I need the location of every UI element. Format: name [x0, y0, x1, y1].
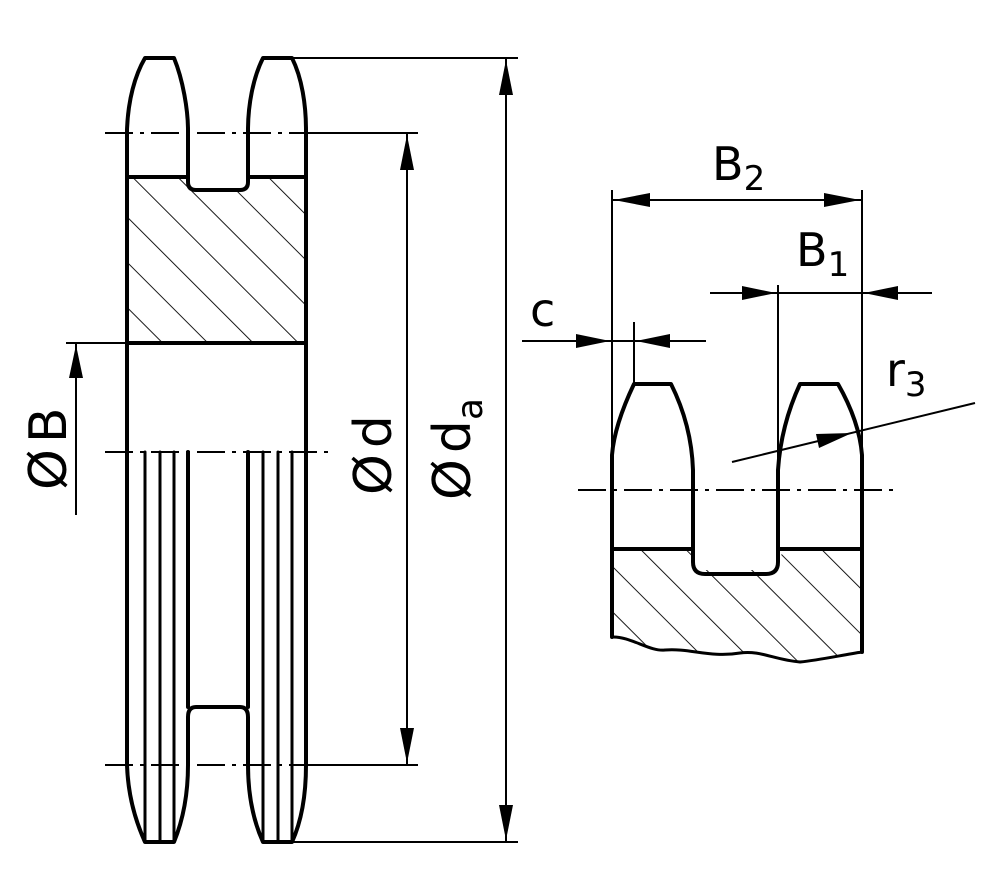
- tip-diameter-label: d: [423, 420, 483, 453]
- tip-diameter-symbol: Ø: [423, 459, 483, 500]
- r3-dimension: r3: [731, 343, 976, 463]
- b1-label: B: [796, 223, 828, 277]
- svg-text:Ød: Ød: [344, 415, 404, 495]
- bore-diameter-dimension: ØB: [19, 342, 127, 515]
- svg-text:B1: B1: [796, 223, 849, 285]
- pitch-diameter-symbol: Ø: [344, 454, 404, 495]
- svg-text:B2: B2: [712, 137, 765, 199]
- pitch-diameter-label: d: [344, 415, 404, 448]
- detail-tooth-outline: [610, 382, 864, 654]
- r3-subscript: 3: [905, 365, 927, 405]
- tooth-profile-detail: [578, 382, 895, 664]
- bore-diameter-label: B: [19, 407, 79, 443]
- hub-hatching: [127, 177, 306, 343]
- sprocket-section-view: [105, 56, 330, 844]
- detail-hatching: [612, 549, 862, 662]
- r3-label: r: [886, 343, 905, 397]
- b1-dimension: B1: [710, 223, 932, 470]
- b2-label: B: [712, 137, 744, 191]
- pitch-diameter-dimension: Ød: [300, 132, 418, 766]
- b2-subscript: 2: [744, 159, 766, 199]
- c-label: c: [530, 283, 555, 337]
- svg-text:Øda: Øda: [423, 398, 491, 500]
- bore-diameter-symbol: Ø: [19, 449, 79, 490]
- svg-text:r3: r3: [886, 343, 927, 405]
- b1-subscript: 1: [828, 245, 850, 285]
- b2-dimension: B2: [611, 137, 863, 455]
- tip-diameter-dimension: Øda: [292, 57, 518, 843]
- svg-text:ØB: ØB: [19, 407, 79, 490]
- c-dimension: c: [522, 283, 706, 384]
- detail-break-line: [610, 635, 864, 664]
- tip-diameter-subscript: a: [450, 398, 491, 420]
